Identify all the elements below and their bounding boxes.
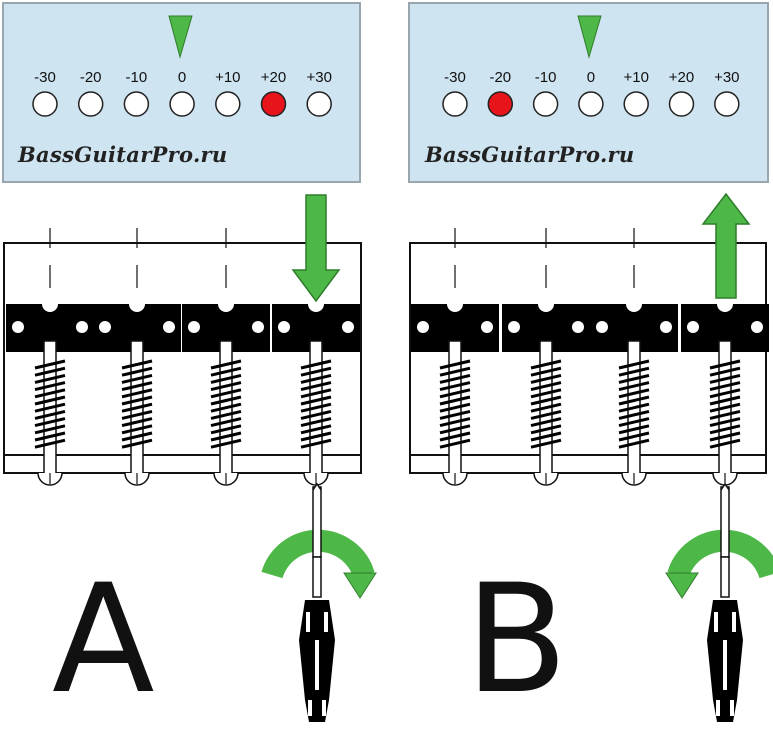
bridge xyxy=(3,228,362,486)
bridge xyxy=(409,228,769,486)
saddle xyxy=(590,228,678,486)
scale-label: 0 xyxy=(587,69,595,86)
led xyxy=(215,91,241,117)
scale-label: -30 xyxy=(444,69,466,86)
saddle xyxy=(272,228,360,486)
saddle xyxy=(681,228,769,486)
panel-b: -30 -20 -10 0 +10 +20 +30 BassGuitarPro.ru B xyxy=(408,2,773,727)
label-b: B xyxy=(465,553,568,727)
led-active xyxy=(487,91,514,117)
led-row xyxy=(442,91,740,117)
tuner-display: -30 -20 -10 0 +10 +20 +30 BassGuitarPro.ru xyxy=(2,2,361,183)
brand-watermark: BassGuitarPro.ru xyxy=(424,142,635,167)
scale-label: -20 xyxy=(80,69,102,86)
led xyxy=(32,91,58,117)
screwdriver-icon xyxy=(299,482,335,722)
scale-label: -10 xyxy=(126,69,148,86)
led xyxy=(442,91,468,117)
led xyxy=(532,91,559,117)
led-row xyxy=(32,91,332,117)
led xyxy=(578,91,604,117)
led xyxy=(668,91,695,117)
scale-label: +20 xyxy=(669,69,694,86)
triangle-pointer-icon xyxy=(577,15,602,59)
scale-label: -30 xyxy=(34,69,56,86)
led xyxy=(623,91,649,117)
triangle-pointer-icon xyxy=(168,15,193,59)
scale-label: +20 xyxy=(261,69,286,86)
scale-label: -20 xyxy=(489,69,511,86)
screwdriver-icon xyxy=(707,482,743,722)
arrow-down-icon xyxy=(291,194,341,303)
arrow-up-icon xyxy=(701,192,751,299)
brand-watermark: BassGuitarPro.ru xyxy=(17,142,228,167)
saddle xyxy=(93,228,181,486)
led xyxy=(714,91,740,117)
led xyxy=(77,91,104,117)
rotate-clockwise-icon xyxy=(261,529,377,599)
led xyxy=(306,91,332,117)
saddle xyxy=(411,228,499,486)
scale-label: +10 xyxy=(623,69,648,86)
scale-label: +30 xyxy=(714,69,739,86)
scale-label: -10 xyxy=(535,69,557,86)
saddle xyxy=(182,228,270,486)
scale-labels: -30 -20 -10 0 +10 +20 +30 xyxy=(34,69,332,86)
led-active xyxy=(260,91,287,117)
scale-label: +10 xyxy=(215,69,240,86)
scale-label: 0 xyxy=(178,69,186,86)
tuner-display: -30 -20 -10 0 +10 +20 +30 BassGuitarPro.ru xyxy=(408,2,769,183)
rotate-counterclockwise-icon xyxy=(665,529,773,599)
led xyxy=(123,91,150,117)
scale-label: +30 xyxy=(306,69,331,86)
label-a: A xyxy=(52,553,155,727)
led xyxy=(169,91,195,117)
panel-a: -30 -20 -10 0 +10 +20 +30 BassGuitarPro.ru A xyxy=(2,2,377,727)
saddle xyxy=(502,228,590,486)
saddle xyxy=(6,228,94,486)
scale-labels: -30 -20 -10 0 +10 +20 +30 xyxy=(444,69,739,86)
